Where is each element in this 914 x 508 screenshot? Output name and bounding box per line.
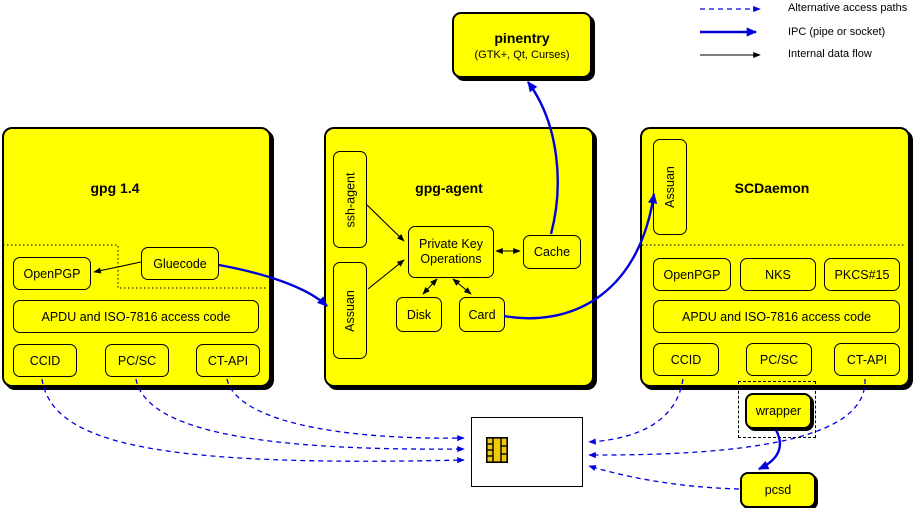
scdaemon-pkcs15-node: PKCS#15 <box>824 258 900 291</box>
gpg-agent-ssh-agent-node: ssh-agent <box>333 151 367 248</box>
private-key-ops-line2: Operations <box>420 252 482 266</box>
wrapper-node: wrapper <box>745 393 812 429</box>
alt-scdaemon-ccid-to-card <box>588 378 684 445</box>
gpg-agent-assuan-node: Assuan <box>333 262 367 359</box>
gpg-agent-cache-node: Cache <box>523 235 581 269</box>
pinentry-box: pinentry (GTK+, Qt, Curses) <box>452 12 592 78</box>
scdaemon-title: SCDaemon <box>734 180 810 196</box>
legend-internal-flow-label: Internal data flow <box>788 48 872 60</box>
gpg14-openpgp-label: OpenPGP <box>23 266 81 281</box>
gpg14-ctapi-label: CT-API <box>207 353 249 368</box>
gpg-agent-ssh-agent-label: ssh-agent <box>343 172 357 227</box>
scdaemon-ccid-label: CCID <box>670 352 702 367</box>
scdaemon-apdu-label: APDU and ISO-7816 access code <box>682 309 871 324</box>
gpg-agent-card-label: Card <box>468 307 496 322</box>
scdaemon-ctapi-label: CT-API <box>846 352 888 367</box>
pcsd-label: pcsd <box>764 483 792 497</box>
alt-gpg14-ccid-to-card <box>41 378 465 464</box>
gpg14-pcsc-node: PC/SC <box>105 344 169 377</box>
alt-gpg14-ctapi-to-card <box>226 378 465 442</box>
gpg14-ccid-node: CCID <box>13 344 77 377</box>
gpg14-openpgp-node: OpenPGP <box>13 257 91 290</box>
pcsd-node: pcsd <box>740 472 816 508</box>
alt-pcsd-to-card <box>588 465 740 490</box>
scdaemon-nks-label: NKS <box>765 267 791 282</box>
alt-gpg14-pcsc-to-card <box>135 378 465 453</box>
gpg-agent-title: gpg-agent <box>415 180 483 196</box>
private-key-ops-line1: Private Key <box>419 237 483 251</box>
scdaemon-pcsc-node: PC/SC <box>746 343 812 376</box>
legend-ipc-label: IPC (pipe or socket) <box>788 26 886 38</box>
gpg14-pcsc-label: PC/SC <box>117 353 157 368</box>
legend-alternative-access-label: Alternative access paths <box>788 2 908 14</box>
scdaemon-assuan-label: Assuan <box>663 166 678 208</box>
gpg-agent-disk-label: Disk <box>406 307 432 322</box>
gpg14-ctapi-node: CT-API <box>196 344 260 377</box>
scdaemon-assuan-node: Assuan <box>653 139 687 235</box>
scdaemon-apdu-node: APDU and ISO-7816 access code <box>653 300 900 333</box>
wrapper-label: wrapper <box>755 404 802 418</box>
pinentry-subtitle: (GTK+, Qt, Curses) <box>474 48 570 61</box>
scdaemon-nks-node: NKS <box>740 258 816 291</box>
pinentry-title: pinentry <box>494 29 550 46</box>
gpg14-apdu-label: APDU and ISO-7816 access code <box>41 309 231 324</box>
gpg14-gluecode-node: Gluecode <box>141 247 219 280</box>
gpg-agent-card-node: Card <box>459 297 505 332</box>
scdaemon-openpgp-label: OpenPGP <box>663 267 721 282</box>
alt-scdaemon-ctapi-to-card <box>588 378 866 459</box>
scdaemon-openpgp-node: OpenPGP <box>653 258 731 291</box>
gpg-agent-assuan-label: Assuan <box>343 289 358 332</box>
scdaemon-ctapi-node: CT-API <box>834 343 900 376</box>
scdaemon-pcsc-label: PC/SC <box>759 352 799 367</box>
gpg14-ccid-label: CCID <box>29 353 61 368</box>
gpg-agent-cache-label: Cache <box>533 245 571 259</box>
gpg14-apdu-node: APDU and ISO-7816 access code <box>13 300 259 333</box>
gpg-agent-private-key-ops-node: Private Key Operations <box>408 226 494 278</box>
scdaemon-pkcs15-label: PKCS#15 <box>834 267 890 282</box>
gpg-agent-disk-node: Disk <box>396 297 442 332</box>
scdaemon-ccid-node: CCID <box>653 343 719 376</box>
smartcard-chip-icon <box>486 437 508 468</box>
gpg14-title: gpg 1.4 <box>90 180 140 196</box>
gpg14-gluecode-label: Gluecode <box>153 256 207 271</box>
